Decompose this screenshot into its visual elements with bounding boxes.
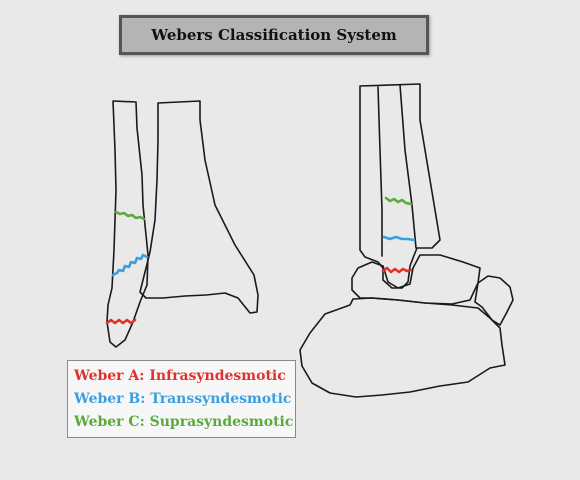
navicular bbox=[474, 275, 514, 326]
calcaneus bbox=[299, 297, 506, 398]
legend-box: Weber A: Infrasyndesmotic Weber B: Trans… bbox=[67, 360, 296, 438]
tibia-front-view bbox=[139, 100, 259, 314]
title-box: Webers Classification System bbox=[119, 15, 429, 55]
talus bbox=[351, 254, 481, 305]
fibula-front-view bbox=[106, 100, 149, 348]
weber-a-fracture-front bbox=[105, 318, 137, 325]
leg-bone-side-view bbox=[359, 83, 441, 289]
legend-weber-b: Weber B: Transsyndesmotic bbox=[74, 391, 292, 407]
weber-a-fracture-side bbox=[381, 266, 413, 274]
bone-line-2 bbox=[399, 84, 417, 249]
weber-c-fracture-front bbox=[114, 210, 146, 221]
bone-line-1 bbox=[377, 86, 383, 257]
weber-c-fracture-side bbox=[384, 196, 413, 206]
weber-b-fracture-side bbox=[382, 235, 416, 242]
legend-weber-a: Weber A: Infrasyndesmotic bbox=[74, 368, 286, 384]
diagram-title: Webers Classification System bbox=[151, 26, 397, 44]
legend-weber-c: Weber C: Suprasyndesmotic bbox=[74, 414, 294, 430]
weber-b-fracture-front bbox=[111, 253, 149, 277]
